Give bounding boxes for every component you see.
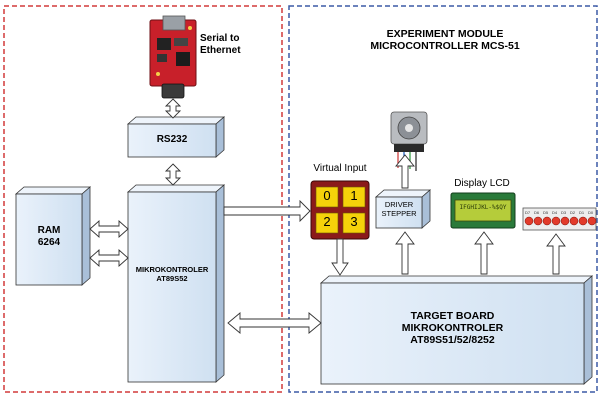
serial-module-label: Serial to Ethernet	[200, 33, 260, 56]
rs232-box	[126, 116, 226, 158]
arrow-keypad-target	[331, 238, 349, 276]
stepper-motor-image	[390, 111, 428, 171]
led-label: D5	[543, 210, 549, 215]
target-label-line-2: MIKROKONTROLER	[401, 322, 504, 335]
title-line-2: MICROCONTROLLER MCS-51	[370, 40, 520, 53]
mcu-label: MIKROKONTROLER AT89S52	[128, 265, 216, 283]
arrow-ram-mcu-upper	[89, 219, 129, 239]
mcu-label-line-2: AT89S52	[156, 273, 188, 283]
microcontroller-box	[126, 184, 226, 383]
target-label-line-1: TARGET BOARD	[410, 310, 495, 322]
led-label: D7	[525, 210, 531, 215]
arrow-driver-motor	[395, 154, 415, 189]
serial-ethernet-module-image	[149, 15, 197, 99]
driver-stepper-label: DRIVER STEPPER	[376, 200, 422, 218]
lcd-label: Display LCD	[440, 178, 524, 190]
target-board-label: TARGET BOARD MIKROKONTROLER AT89S51/52/8…	[321, 310, 584, 346]
keypad-key-2: 2	[316, 214, 338, 230]
key-label: 3	[350, 214, 358, 229]
lcd-label-text: Display LCD	[454, 178, 510, 189]
right-region-border	[288, 5, 598, 393]
page-title: EXPERIMENT MODULE MICROCONTROLLER MCS-51	[330, 28, 560, 52]
led-label: D4	[552, 210, 558, 215]
led-label: D3	[561, 210, 567, 215]
left-region-border	[3, 5, 283, 393]
arrow-ram-mcu-lower	[89, 248, 129, 268]
key-label: 1	[350, 188, 358, 203]
ram-label: RAM 6264	[16, 225, 82, 248]
key-label: 2	[323, 214, 331, 229]
driver-label-line-2: STEPPER	[381, 208, 417, 218]
target-board-box	[319, 275, 594, 385]
virtual-input-keypad	[310, 180, 370, 240]
lcd-module-image	[450, 192, 516, 229]
target-label-line-3: AT89S51/52/8252	[410, 334, 495, 347]
arrow-mcu-target	[227, 312, 322, 334]
led-label: D6	[534, 210, 540, 215]
arrow-serial-rs232	[164, 98, 182, 119]
mcu-label-line-1: MIKROKONTROLER	[135, 265, 209, 274]
virtual-input-label: Virtual Input	[298, 163, 382, 175]
arrow-target-lcd	[474, 231, 494, 275]
lcd-screen-text: IFGHIJKL-%$QY	[455, 204, 511, 212]
ram-label-line-2: 6264	[37, 236, 61, 248]
rs232-label-text: RS232	[156, 134, 188, 145]
virtual-input-label-text: Virtual Input	[313, 163, 367, 174]
serial-label-line-1: Serial to	[200, 33, 240, 44]
led-labels-row: D7 D6 D5 D4 D3 D2 D1 D0	[525, 210, 597, 216]
led-label: D2	[570, 210, 576, 215]
led-label: D1	[579, 210, 585, 215]
keypad-key-0: 0	[316, 188, 338, 204]
ram-label-line-1: RAM	[37, 225, 61, 236]
arrow-mcu-keypad	[223, 199, 311, 223]
keypad-key-1: 1	[343, 188, 365, 204]
key-label: 0	[323, 188, 331, 203]
lcd-screen-text-content: IFGHIJKL-%$QY	[459, 204, 507, 211]
led-strip-image	[522, 207, 597, 231]
title-line-1: EXPERIMENT MODULE	[386, 28, 504, 40]
arrow-rs232-mcu	[164, 163, 182, 186]
rs232-label: RS232	[128, 134, 216, 146]
arrow-target-driver	[395, 231, 415, 275]
arrow-target-leds	[546, 233, 566, 275]
led-label: D0	[588, 210, 594, 215]
driver-label-line-1: DRIVER	[384, 200, 414, 209]
driver-stepper-box	[374, 189, 432, 229]
ram-box	[14, 186, 92, 286]
serial-label-line-2: Ethernet	[200, 44, 241, 56]
keypad-key-3: 3	[343, 214, 365, 230]
